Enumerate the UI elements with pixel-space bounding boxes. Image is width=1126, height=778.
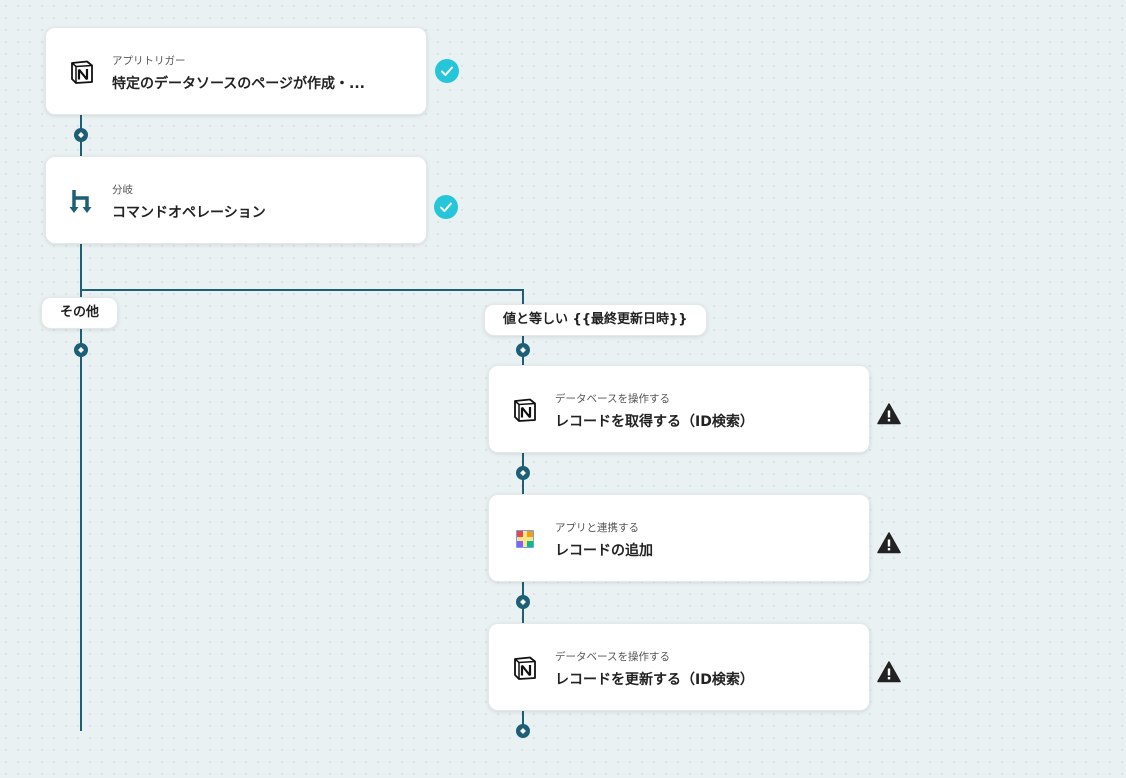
step-title: レコードを更新する（ID検索）: [555, 672, 754, 688]
branch-title: コマンドオペレーション: [112, 205, 266, 221]
warning-icon: [877, 660, 901, 684]
branch-subtitle: 分岐: [112, 184, 133, 196]
branch-card[interactable]: 分岐 コマンドオペレーション: [45, 156, 427, 244]
warning-icon: [877, 402, 901, 426]
connector-line: [80, 243, 82, 731]
trigger-title: 特定のデータソースのページが作成・...: [112, 76, 365, 92]
step-subtitle: アプリと連携する: [555, 522, 639, 534]
step-title: レコードを取得する（ID検索）: [555, 414, 754, 430]
notion-icon: [511, 654, 539, 682]
check-icon: [434, 195, 458, 219]
grid-app-icon: [511, 525, 539, 553]
step-subtitle: データベースを操作する: [555, 651, 670, 663]
branch-icon: [68, 187, 96, 215]
step-card-update-record[interactable]: データベースを操作する レコードを更新する（ID検索）: [488, 623, 870, 711]
add-step-button[interactable]: [74, 343, 88, 357]
step-card-get-record[interactable]: データベースを操作する レコードを取得する（ID検索）: [488, 365, 870, 453]
branch-label-equal[interactable]: 値と等しい {{最終更新日時}}: [484, 304, 707, 336]
trigger-card[interactable]: アプリトリガー 特定のデータソースのページが作成・...: [45, 27, 427, 115]
warning-icon: [877, 531, 901, 555]
step-title: レコードの追加: [555, 543, 653, 559]
step-subtitle: データベースを操作する: [555, 393, 670, 405]
add-step-button[interactable]: [516, 343, 530, 357]
add-step-button[interactable]: [516, 724, 530, 738]
notion-icon: [511, 396, 539, 424]
add-step-button[interactable]: [516, 466, 530, 480]
add-step-button[interactable]: [516, 595, 530, 609]
step-card-add-record[interactable]: アプリと連携する レコードの追加: [488, 494, 870, 582]
trigger-subtitle: アプリトリガー: [112, 55, 186, 67]
branch-connector-line: [80, 289, 524, 291]
branch-label-other[interactable]: その他: [41, 297, 119, 329]
add-step-button[interactable]: [74, 128, 88, 142]
check-icon: [435, 59, 459, 83]
notion-icon: [68, 58, 96, 86]
